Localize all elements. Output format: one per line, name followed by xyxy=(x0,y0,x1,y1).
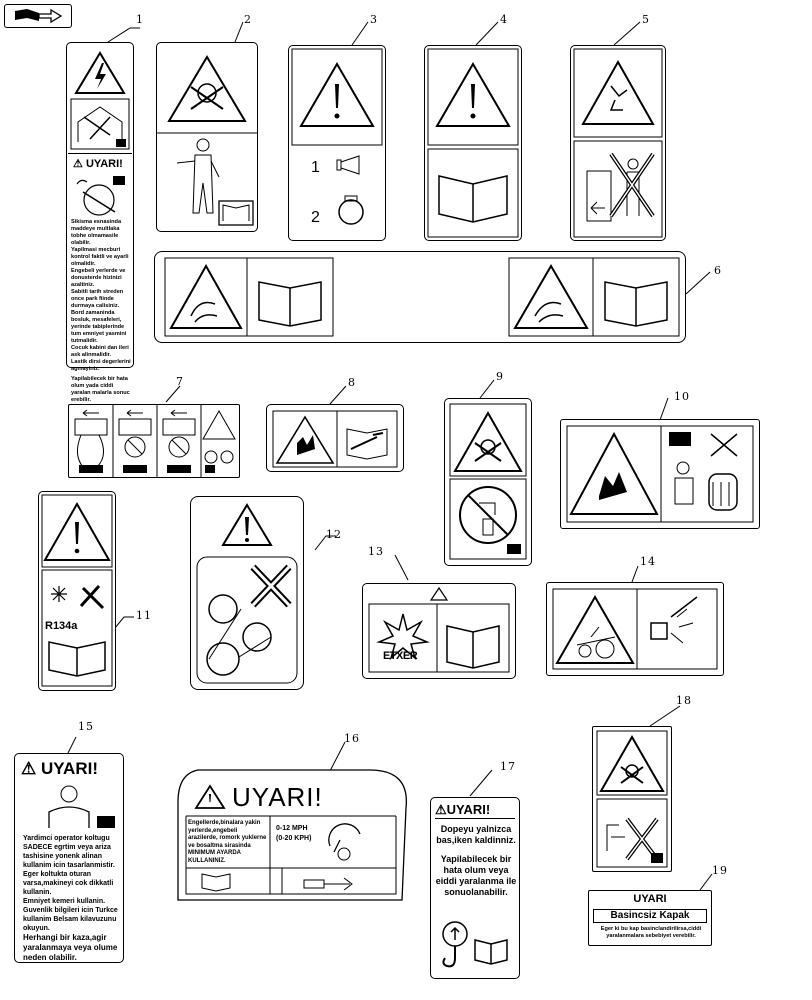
decal-17-line2: Yapilabilecek bir hata olum veya eiddi y… xyxy=(435,854,517,897)
decal-16-speed: 0-12 MPH (0-20 KPH) xyxy=(276,824,311,844)
decal-19: UYARI Basincsiz Kapak Eger ki bu kap bas… xyxy=(588,890,712,946)
decal-11: R134a xyxy=(38,491,116,691)
decal-16-outline xyxy=(177,769,407,901)
decal-1-bullet: Bord zamaninda bosluk, mesafeleri, yerin… xyxy=(71,310,127,344)
decal-14 xyxy=(546,582,724,676)
callout-17: 17 xyxy=(500,760,516,773)
decal-10 xyxy=(560,419,760,529)
decal-17-header: ⚠UYARI! xyxy=(435,802,491,817)
decal-15-bullet: SADECE egrtim veya ariza tashisine yonen… xyxy=(23,844,115,869)
decal-9 xyxy=(444,398,532,566)
callout-12: 12 xyxy=(326,528,342,541)
decal-17: ⚠UYARI! Dopeyu yalnizca bas,iken kaldinn… xyxy=(430,797,520,979)
decal-15-bullet: Guvenlik bilgileri icin Turkce kullanim … xyxy=(23,907,118,932)
decal-15-footer: Herhangi bir kaza,agir yaralanmaya veya … xyxy=(23,933,118,962)
decal-1-header: ⚠ UYARI! xyxy=(73,158,123,170)
callout-14: 14 xyxy=(640,555,656,568)
callout-4: 4 xyxy=(500,13,508,26)
decal-1-bullets: Sikisma esnasinda maddeye multlaka tobhe… xyxy=(71,219,131,404)
toxic-skull-suit-icon xyxy=(157,55,257,226)
warning-horn-key-icon: 1 2 xyxy=(291,48,383,226)
decal-1: ⚠ UYARI! Sikisma esnasinda maddeye multl… xyxy=(66,42,134,403)
decal-1-footer: Yapilabilecek bir hata olum yada ciddi y… xyxy=(71,376,130,403)
nav-back-button[interactable] xyxy=(4,4,72,28)
no-riders-icon xyxy=(573,48,663,238)
decal-1-bullet: Engebeli yerlerde ve donusterde hizinizi… xyxy=(71,268,126,288)
decal-15: ⚠ UYARI! Yardimci operator koltugu SADEC… xyxy=(14,753,124,963)
decal-13: ETXER xyxy=(362,583,516,679)
callout-13: 13 xyxy=(368,545,384,558)
fan-belt-hazard-icon xyxy=(196,503,298,684)
callout-11: 11 xyxy=(136,609,152,622)
toxic-pressure-hazard-icon xyxy=(596,730,668,868)
decal-3: 1 2 xyxy=(288,45,386,241)
battery-explosion-manual-icon xyxy=(272,410,398,468)
callout-5: 5 xyxy=(642,13,650,26)
decal-2 xyxy=(156,42,258,232)
decal-8 xyxy=(266,404,404,472)
decal-15-header: ⚠ UYARI! xyxy=(21,759,98,778)
svg-text:2: 2 xyxy=(311,209,320,226)
decal-18 xyxy=(592,726,672,872)
decal-16-text: Engellerde,binalara yakin yerlerde,engeb… xyxy=(188,820,267,864)
decal-19-header: UYARI xyxy=(633,893,667,905)
decal-15-text: Yardimci operator koltugu SADECE egrtim … xyxy=(23,834,119,963)
decal-1-bullet: Lastik dirsi degerlerini agmayiniz. xyxy=(71,359,131,372)
electric-hazard-icon xyxy=(70,51,130,150)
callout-19: 19 xyxy=(712,864,728,877)
operator-seat-icon xyxy=(48,785,115,828)
decal-16: UYARI! Engellerde,binalara yakin yerlerd… xyxy=(174,768,412,904)
ac-refrigerant-icon xyxy=(41,494,113,687)
toxic-no-drink-icon xyxy=(449,403,527,560)
decal-19-title: Basincsiz Kapak xyxy=(593,909,707,923)
callout-8: 8 xyxy=(348,376,356,389)
decal-16-header: UYARI! xyxy=(232,782,323,812)
ether-explosion-manual-icon xyxy=(368,586,510,673)
callout-18: 18 xyxy=(676,694,692,707)
speed-kph: (0-20 KPH) xyxy=(276,835,312,842)
svg-text:1: 1 xyxy=(311,159,320,176)
decal-12 xyxy=(190,496,304,690)
decal-19-text: Eger ki bu kap basinclandirilirsa,ciddi … xyxy=(600,926,702,939)
lift-hook-manual-icon xyxy=(442,921,508,968)
decal-1-bullet: Sabitli tarih streden once park fiinde d… xyxy=(71,289,124,309)
battery-jump-start-icon xyxy=(74,405,236,477)
decal-4 xyxy=(424,45,522,241)
callout-7: 7 xyxy=(176,375,184,388)
hot-surface-manual-icon xyxy=(164,257,680,337)
decal-17-line1: Dopeyu yalnizca bas,iken kaldinniz. xyxy=(436,824,516,845)
decal-7 xyxy=(68,404,240,478)
decal-5 xyxy=(570,45,666,241)
fire-hazard-extinguisher-icon xyxy=(566,425,754,523)
ether-label: ETXER xyxy=(383,650,418,662)
book-arrow-icon xyxy=(15,8,63,24)
callout-6: 6 xyxy=(714,264,722,277)
warning-triangle-icon: ⚠ xyxy=(435,802,447,817)
warning-triangle-icon: ⚠ xyxy=(21,759,37,778)
tractor-electric-hazard-icon xyxy=(552,588,718,670)
callout-3: 3 xyxy=(370,13,378,26)
callout-9: 9 xyxy=(496,370,504,383)
seatbelt-rollover-icon xyxy=(76,176,125,216)
refrigerant-label: R134a xyxy=(45,620,78,632)
callout-15: 15 xyxy=(78,720,94,733)
warning-read-manual-icon xyxy=(427,48,519,238)
callout-10: 10 xyxy=(674,390,690,403)
callout-16: 16 xyxy=(344,732,360,745)
decal-15-bullet: Emniyet kemeri kullanin. xyxy=(23,898,106,905)
warning-triangle-icon: ⚠ xyxy=(73,158,83,170)
callout-1: 1 xyxy=(136,13,144,26)
callout-2: 2 xyxy=(244,13,252,26)
decal-15-title: Yardimci operator koltugu xyxy=(23,835,110,842)
speed-mph: 0-12 MPH xyxy=(276,825,308,832)
decal-1-bullet: Cocuk kabini dan ileri ask alinmalidir. xyxy=(71,345,129,358)
decal-1-bullet: Sikisma esnasinda maddeye multlaka tobhe… xyxy=(71,219,122,246)
decal-1-bullet: Yapilmasi mecburi kontrol faktli ve ayar… xyxy=(71,247,129,267)
decal-15-bullet: Eger koltukta oturan varsa,makineyi cok … xyxy=(23,871,114,896)
decal-6 xyxy=(154,251,686,343)
